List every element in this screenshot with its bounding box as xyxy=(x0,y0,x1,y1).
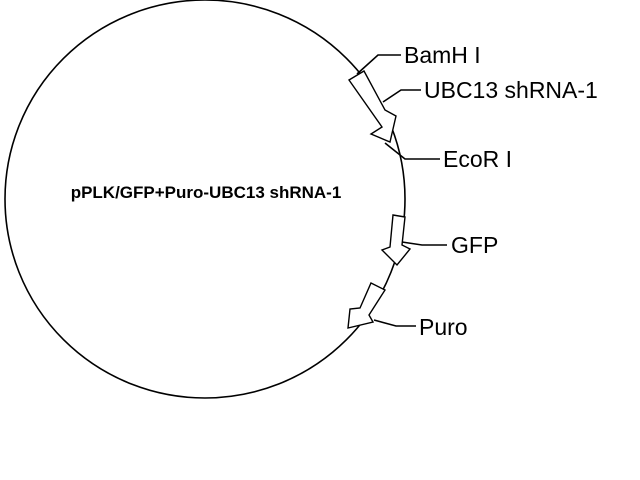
gfp-feature-arrow xyxy=(380,214,412,267)
bamh1-site-label: BamH I xyxy=(404,42,481,68)
shrna-feature-arrow xyxy=(347,70,397,143)
ecor1-site-label: EcoR I xyxy=(443,146,512,172)
plasmid-backbone xyxy=(4,0,406,399)
gfp-leader-line xyxy=(401,241,447,246)
puro-leader-line xyxy=(373,319,416,327)
plasmid-name: pPLK/GFP+Puro-UBC13 shRNA-1 xyxy=(71,183,342,202)
ecor1-leader-line xyxy=(384,142,440,160)
gfp-feature-label: GFP xyxy=(451,232,498,258)
puro-feature-label: Puro xyxy=(419,314,468,340)
puro-feature-arrow xyxy=(347,282,387,329)
shrna-leader-line xyxy=(382,89,421,103)
shrna-feature-label: UBC13 shRNA-1 xyxy=(424,77,598,103)
bamh1-leader-line xyxy=(356,54,401,75)
